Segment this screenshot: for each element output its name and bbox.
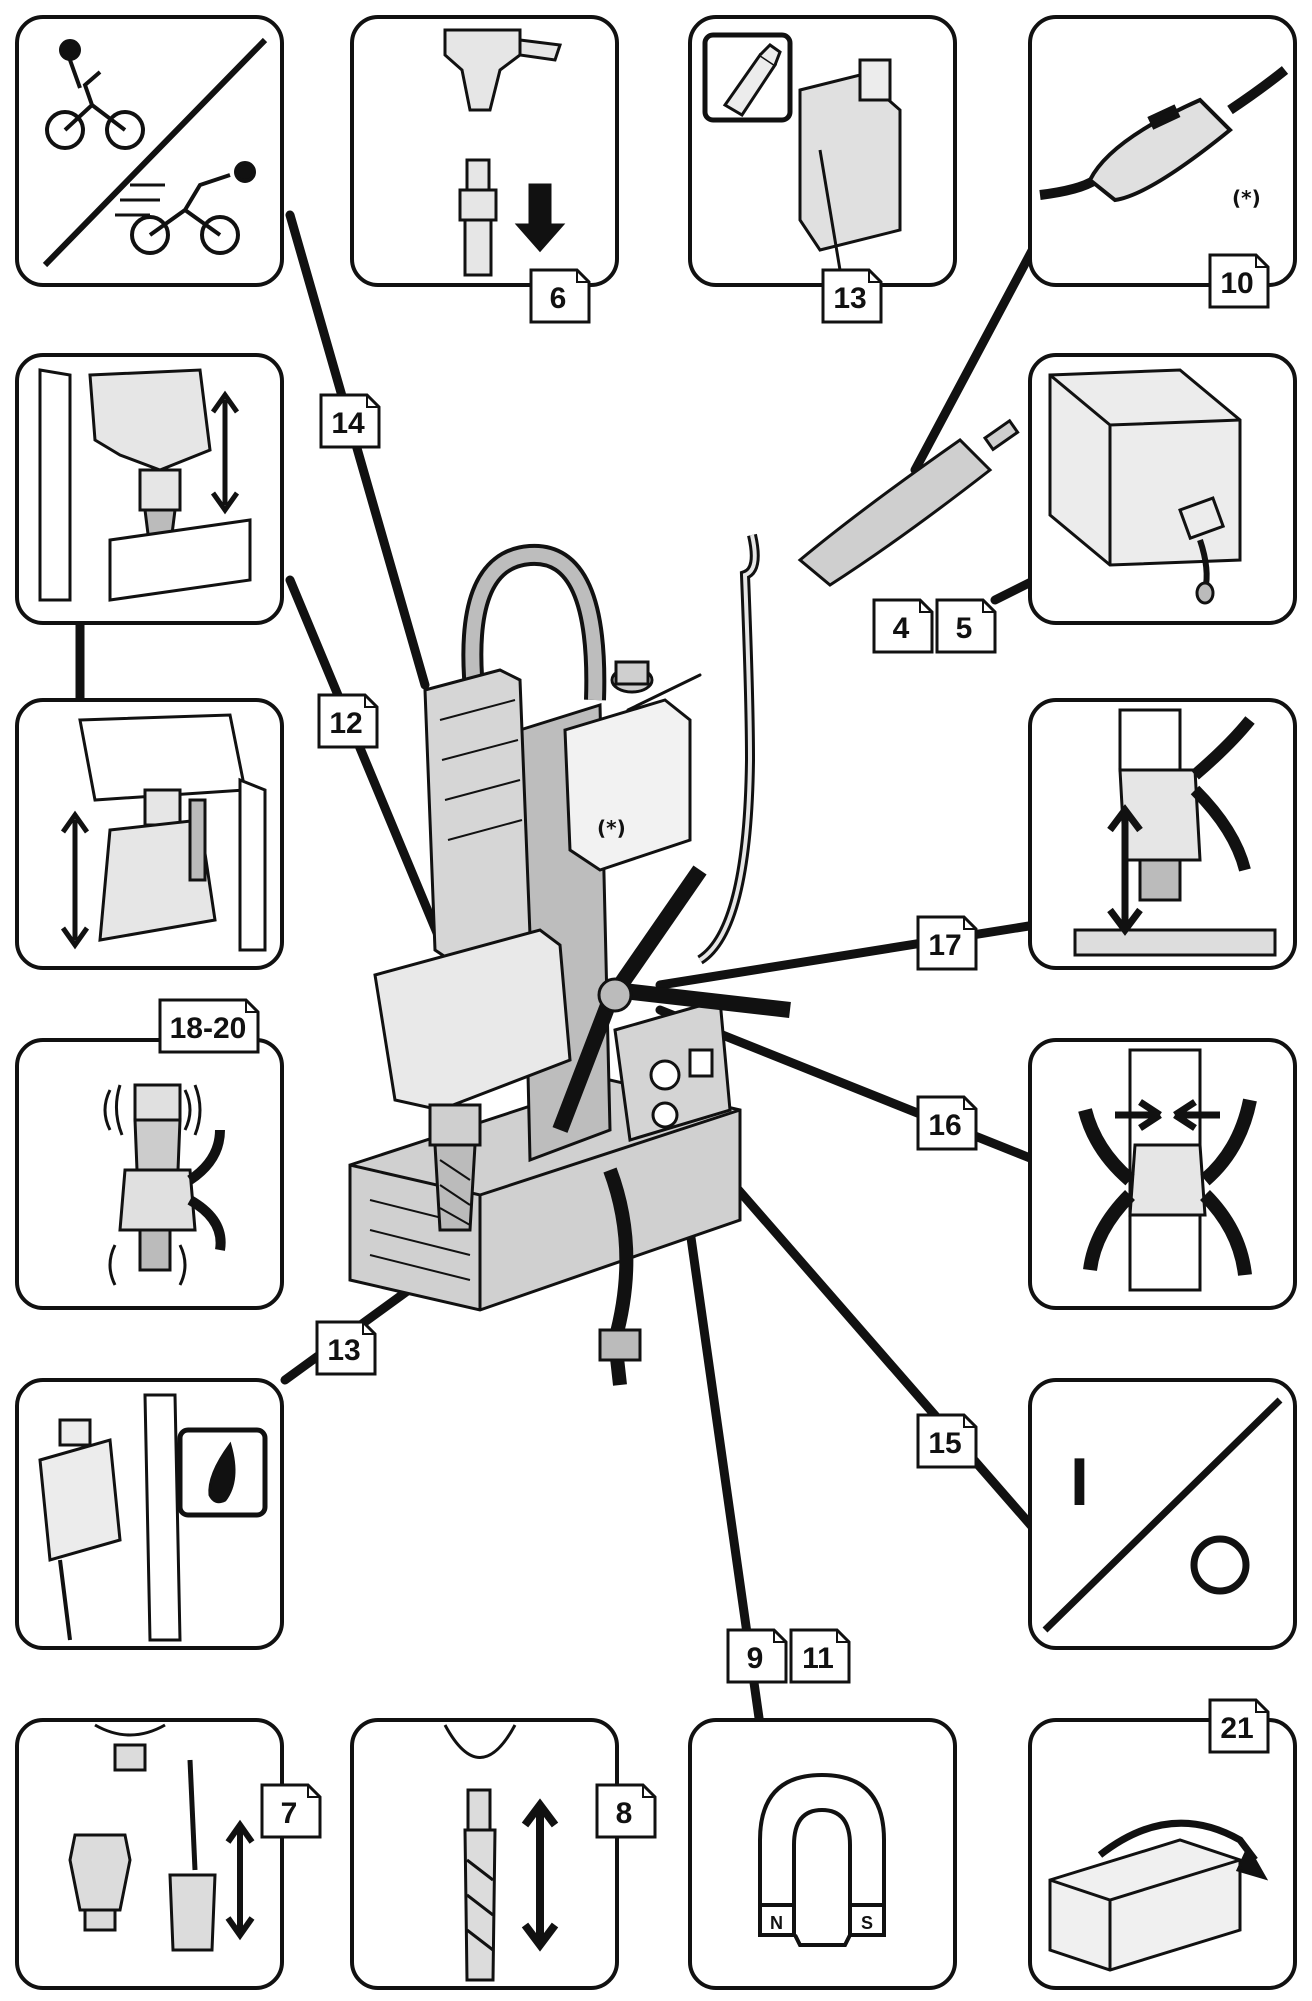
- magnet-switch: [649, 1059, 681, 1091]
- tag-13-top: 13: [821, 268, 883, 324]
- feed-hub: [597, 977, 633, 1013]
- speed-cyclist-icon: [42, 37, 268, 268]
- tag-13-bottom: 13: [315, 1320, 377, 1376]
- svg-text:7: 7: [281, 1797, 298, 1830]
- svg-text:21: 21: [1220, 1712, 1253, 1745]
- svg-text:11: 11: [802, 1642, 834, 1675]
- tag-14: 14: [319, 393, 381, 449]
- gearbox-head: [373, 928, 572, 1112]
- tag-4: 4: [872, 598, 934, 654]
- svg-text:5: 5: [956, 612, 973, 645]
- box-flip-icon: [1048, 1819, 1269, 1972]
- machine-star-note: (*): [597, 816, 626, 840]
- oil-canister-icon: [1048, 368, 1242, 605]
- page-tags: 14 6 13 10 12 4 5 17 18-20 16 13 15 9 11…: [158, 253, 1270, 1839]
- panel-9: [688, 1718, 957, 1990]
- svg-text:10: 10: [1220, 267, 1253, 300]
- svg-text:16: 16: [928, 1109, 961, 1142]
- magnetic-drill-machine: [348, 418, 1020, 1386]
- switch-on-symbol: I: [1070, 1444, 1089, 1520]
- tag-6: 6: [529, 268, 591, 324]
- drill-up-down-icon: [38, 368, 252, 602]
- svg-text:6: 6: [550, 282, 567, 315]
- tag-5: 5: [935, 598, 997, 654]
- tag-11: 11: [789, 1628, 851, 1684]
- feed-handle-up: [603, 865, 707, 1005]
- motor-switch: [651, 1101, 679, 1129]
- svg-text:14: 14: [331, 407, 365, 440]
- prcd-unit: [797, 438, 993, 587]
- connector-17: [655, 920, 1040, 990]
- svg-text:18-20: 18-20: [170, 1012, 247, 1045]
- panel-14: [15, 15, 284, 287]
- tag-21: 21: [1208, 1698, 1270, 1754]
- prcd-plug-icon: [1039, 66, 1289, 203]
- feed-handle-down: [552, 997, 618, 1133]
- svg-text:13: 13: [833, 282, 866, 315]
- feed-handle-right: [614, 982, 791, 1018]
- tag-9: 9: [726, 1628, 788, 1684]
- tag-10: 10: [1208, 253, 1270, 309]
- magnet-north-letter: N: [770, 1913, 783, 1933]
- coolant-drop-icon: [38, 1393, 268, 1642]
- panel-star-note: (*): [1232, 186, 1261, 210]
- drill-up-down-mirrored-icon: [60, 713, 267, 952]
- annular-cutter: [433, 1143, 477, 1232]
- svg-text:9: 9: [747, 1642, 764, 1675]
- tag-18-20: 18-20: [158, 998, 260, 1054]
- svg-text:13: 13: [327, 1334, 360, 1367]
- twist-drill-icon: [443, 1724, 559, 1982]
- coolant-bottle-icon: [702, 32, 902, 271]
- magnet-south-letter: S: [861, 1913, 873, 1933]
- magnet-icon: [758, 1772, 886, 1947]
- vibrating-drill-icon: [103, 1083, 226, 1286]
- tag-16: 16: [916, 1095, 978, 1151]
- drill-motor: [423, 668, 532, 962]
- tag-7: 7: [260, 1783, 322, 1839]
- arbor-insert-icon: [443, 28, 566, 277]
- svg-text:17: 17: [928, 929, 961, 962]
- connector-10: [910, 240, 1040, 475]
- svg-text:12: 12: [329, 707, 362, 740]
- chuck-cutter-icon: [68, 1723, 255, 1952]
- coolant-tank: [563, 698, 692, 872]
- tag-17: 17: [916, 915, 978, 971]
- on-off-switch-icon: [1042, 1397, 1283, 1633]
- spindle: [428, 1103, 482, 1147]
- svg-text:4: 4: [893, 612, 910, 645]
- connector-4: [626, 673, 702, 712]
- svg-text:15: 15: [928, 1427, 961, 1460]
- tag-15: 15: [916, 1413, 978, 1469]
- connector-14: [285, 210, 430, 690]
- tag-8: 8: [595, 1783, 657, 1839]
- svg-text:8: 8: [616, 1797, 633, 1830]
- panel-7: [15, 1718, 284, 1990]
- depth-stroke-icon: [1073, 708, 1277, 957]
- handle-switch-side-icon: [1078, 1048, 1257, 1292]
- tag-12: 12: [317, 693, 379, 749]
